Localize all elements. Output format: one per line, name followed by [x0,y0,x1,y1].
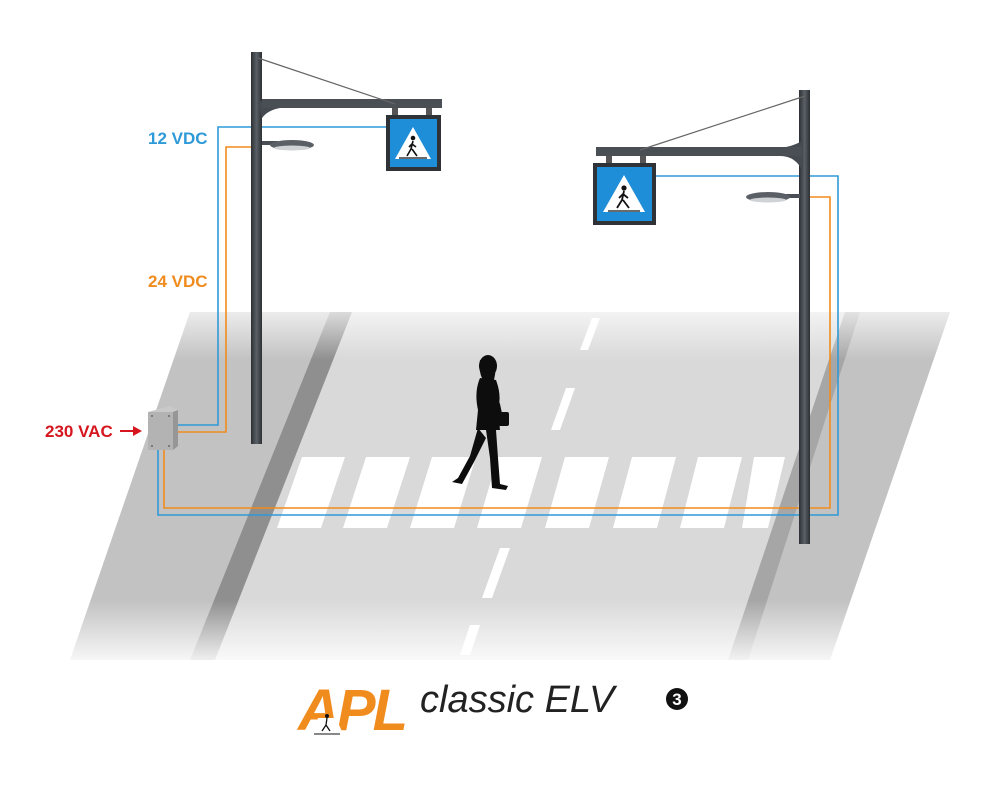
right-pole [593,90,810,544]
pedestrian-crossing-sign-icon [386,115,441,171]
label-12vdc: 12 VDC [148,129,208,148]
logo-product: classic ELV [420,679,618,721]
pedestrian-crossing-sign-icon [593,163,656,225]
road [60,290,960,670]
logo-number: 3 [672,690,681,709]
logo: APL classic ELV 3 [296,678,688,743]
lamp-icon [262,140,314,151]
label-24vdc: 24 VDC [148,272,208,291]
zebra-crossing [277,457,785,528]
label-230vac: 230 VAC [45,422,113,441]
logo-pedestrian-icon [312,714,344,736]
arrow-right-icon [120,426,142,436]
wire-24vdc [176,146,262,433]
control-box [148,406,178,450]
lamp-icon [746,192,800,203]
logo-brand: APL [296,678,406,743]
wiring [157,126,839,516]
left-pole [251,52,442,444]
center-line [460,318,600,655]
wire-12vdc [176,126,386,426]
pedestrian-silhouette [452,355,509,490]
logo-number-badge [666,688,688,710]
